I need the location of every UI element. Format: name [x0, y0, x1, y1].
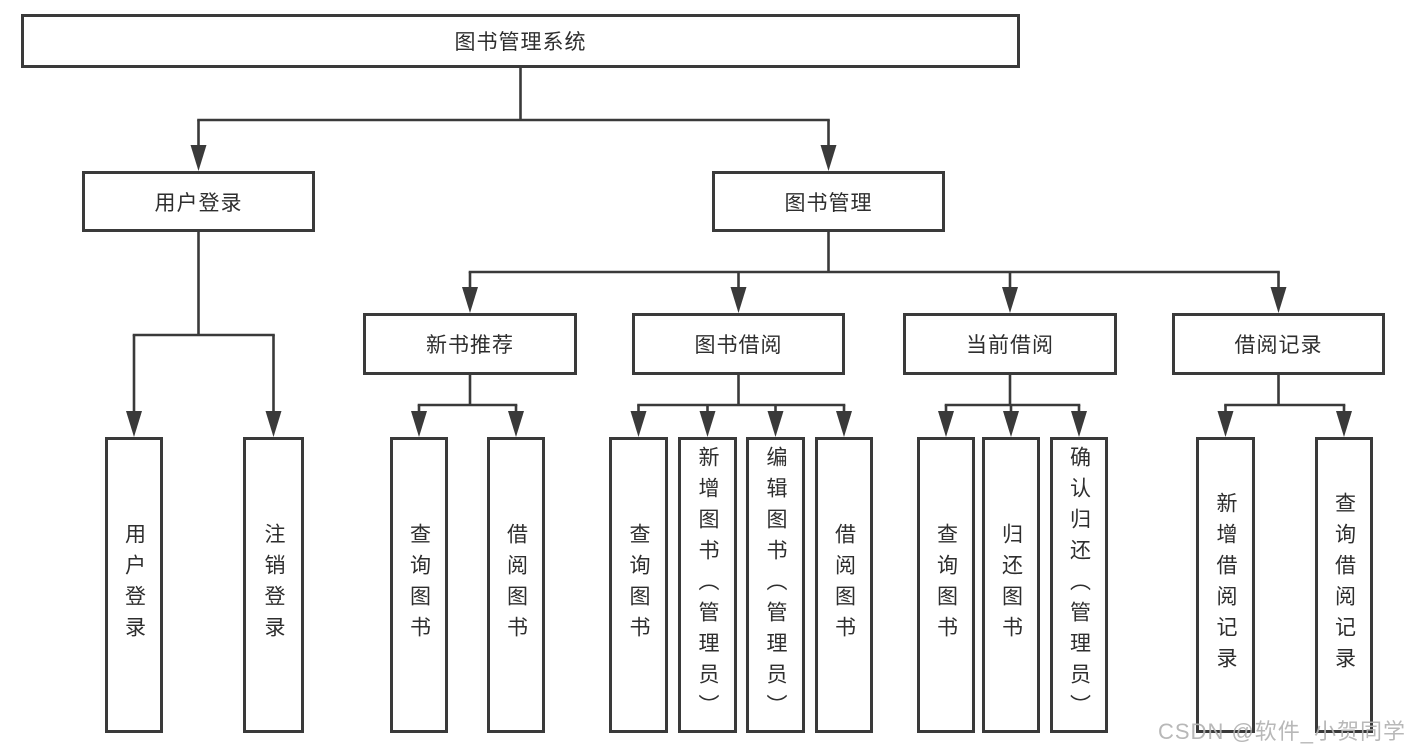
- node-label: 归还图书: [999, 523, 1023, 647]
- arrowhead-down-icon: [265, 411, 282, 437]
- node-label: 新书推荐: [426, 334, 514, 357]
- node-label: 新增图书（管理员）: [696, 445, 719, 725]
- arrowhead-down-icon: [1071, 411, 1087, 437]
- node-leaf-edit-book: 编辑图书（管理员）: [746, 437, 805, 733]
- node-user-login: 用户登录: [82, 171, 315, 232]
- node-new-book-rec: 新书推荐: [363, 313, 577, 375]
- node-label: 新增借阅记录: [1214, 492, 1237, 678]
- node-label: 借阅图书: [832, 523, 856, 647]
- arrowhead-down-icon: [1003, 411, 1019, 437]
- arrowhead-down-icon: [820, 145, 837, 171]
- node-book-mgmt: 图书管理: [712, 171, 945, 232]
- arrowhead-down-icon: [411, 411, 427, 437]
- node-label: 查询借阅记录: [1332, 492, 1356, 678]
- node-leaf-query-record: 查询借阅记录: [1315, 437, 1373, 733]
- node-label: 查询图书: [934, 523, 958, 647]
- node-leaf-user-login: 用户登录: [105, 437, 163, 733]
- node-label: 图书管理系统: [454, 31, 587, 54]
- node-label: 当前借阅: [966, 334, 1054, 357]
- node-root: 图书管理系统: [21, 14, 1020, 68]
- node-label: 注销登录: [262, 523, 285, 647]
- arrowhead-down-icon: [462, 287, 478, 313]
- node-label: 查询图书: [627, 523, 650, 647]
- node-leaf-borrow-book-1: 借阅图书: [487, 437, 545, 733]
- node-leaf-return-book: 归还图书: [982, 437, 1040, 733]
- node-current-borrow: 当前借阅: [903, 313, 1117, 375]
- node-label: 查询图书: [407, 523, 431, 647]
- node-label: 确认归还（管理员）: [1067, 445, 1091, 725]
- arrowhead-down-icon: [1336, 411, 1352, 437]
- node-leaf-query-book-3: 查询图书: [917, 437, 975, 733]
- node-label: 借阅图书: [504, 523, 528, 647]
- arrowhead-down-icon: [1002, 287, 1018, 313]
- node-leaf-query-book-2: 查询图书: [609, 437, 668, 733]
- node-book-borrow: 图书借阅: [632, 313, 845, 375]
- node-leaf-logout: 注销登录: [243, 437, 304, 733]
- arrowhead-down-icon: [836, 411, 852, 437]
- arrowhead-down-icon: [1270, 287, 1287, 313]
- node-leaf-borrow-book-2: 借阅图书: [815, 437, 873, 733]
- node-label: 编辑图书（管理员）: [764, 445, 787, 725]
- arrowhead-down-icon: [1217, 411, 1234, 437]
- node-label: 图书管理: [784, 191, 873, 215]
- arrowhead-down-icon: [190, 145, 207, 171]
- node-borrow-records: 借阅记录: [1172, 313, 1385, 375]
- node-leaf-add-record: 新增借阅记录: [1196, 437, 1255, 733]
- arrowhead-down-icon: [126, 411, 142, 437]
- arrowhead-down-icon: [699, 411, 716, 437]
- node-leaf-confirm-ret: 确认归还（管理员）: [1050, 437, 1108, 733]
- node-leaf-query-book-1: 查询图书: [390, 437, 448, 733]
- arrowhead-down-icon: [938, 411, 954, 437]
- watermark: CSDN @软件_小贺同学: [1158, 719, 1405, 744]
- node-label: 借阅记录: [1234, 334, 1323, 357]
- arrowhead-down-icon: [730, 287, 747, 313]
- node-leaf-add-book: 新增图书（管理员）: [678, 437, 737, 733]
- arrowhead-down-icon: [508, 411, 524, 437]
- arrowhead-down-icon: [767, 411, 784, 437]
- node-label: 用户登录: [122, 523, 146, 647]
- node-label: 用户登录: [154, 191, 243, 215]
- node-label: 图书借阅: [694, 334, 783, 357]
- arrowhead-down-icon: [630, 411, 647, 437]
